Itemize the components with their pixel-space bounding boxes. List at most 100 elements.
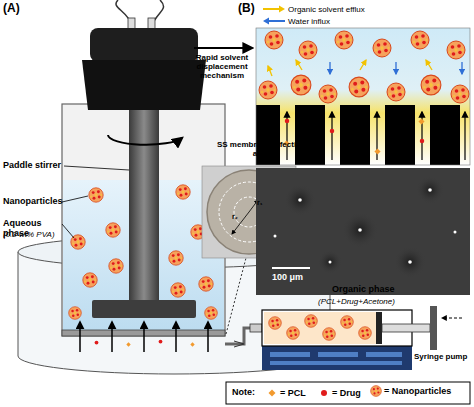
legend-text: = Drug bbox=[332, 388, 361, 398]
mechanism-panel bbox=[291, 75, 311, 95]
flow-arrow bbox=[79, 322, 81, 352]
sem-image bbox=[454, 231, 457, 234]
sem-image bbox=[358, 228, 362, 232]
nanoparticle bbox=[69, 307, 82, 320]
text-label: (A) bbox=[3, 2, 20, 16]
legend-entry: = Nanoparticles bbox=[370, 385, 451, 397]
text-label: SS membrane effective area bbox=[216, 140, 306, 158]
text-label: Note: bbox=[232, 387, 255, 397]
legend-sample bbox=[318, 387, 330, 399]
flow-arrow bbox=[111, 322, 113, 352]
leader-line bbox=[62, 224, 74, 238]
paddle-stirrer bbox=[108, 135, 182, 145]
nanoparticle bbox=[83, 273, 97, 287]
mechanism-panel bbox=[418, 118, 424, 124]
mechanism-arrow bbox=[194, 47, 252, 49]
mechanism-panel bbox=[259, 81, 277, 99]
legend-arrow bbox=[279, 6, 285, 13]
legend-arrow bbox=[268, 20, 285, 22]
text-label: Rapid solvent displacement mechanism bbox=[188, 53, 256, 81]
mechanism-panel bbox=[430, 105, 460, 165]
stirrer-motor bbox=[90, 28, 198, 62]
syringe-pump bbox=[287, 327, 300, 340]
mechanism-panel bbox=[340, 105, 370, 165]
mechanism-panel bbox=[426, 60, 432, 70]
text-label: Organic phase bbox=[332, 284, 395, 294]
text-label: Syringe pump bbox=[414, 352, 472, 361]
syringe-pump bbox=[305, 315, 318, 328]
mechanism-panel bbox=[421, 75, 441, 95]
mechanism-panel bbox=[285, 119, 290, 124]
legend-entry: Water influx bbox=[262, 15, 330, 27]
note-box bbox=[226, 382, 470, 404]
legend-text: Organic solvent efflux bbox=[288, 5, 365, 14]
syringe-pump bbox=[264, 312, 376, 344]
text-label: 100 μm bbox=[272, 272, 303, 282]
syringe-pump bbox=[323, 328, 336, 341]
nanoparticle bbox=[176, 185, 190, 199]
text-label: r₁ bbox=[257, 199, 263, 207]
syringe-pump bbox=[341, 316, 354, 329]
mechanism-panel bbox=[349, 77, 369, 97]
sem-image bbox=[272, 267, 310, 269]
syringe-pump bbox=[269, 317, 282, 330]
sem-image bbox=[416, 176, 444, 204]
nanoparticle bbox=[89, 188, 103, 202]
glass-cell bbox=[62, 104, 225, 336]
nanoparticle bbox=[205, 307, 218, 320]
sem-image bbox=[329, 261, 332, 264]
legend-sample bbox=[262, 3, 286, 15]
legend-text: = Nanoparticles bbox=[384, 386, 451, 396]
syringe-pump bbox=[250, 324, 262, 332]
syringe-pump bbox=[366, 352, 402, 357]
text-label: Nanoparticles bbox=[3, 196, 65, 206]
legend-symbol bbox=[269, 390, 276, 397]
flow-arrow bbox=[190, 342, 194, 346]
sem-image bbox=[428, 188, 432, 192]
mechanism-panel bbox=[447, 41, 465, 59]
syringe-pump bbox=[359, 327, 372, 340]
mechanism-panel bbox=[374, 148, 380, 154]
leader-line bbox=[226, 258, 246, 334]
sem-image bbox=[318, 250, 342, 274]
paddle-stirrer bbox=[92, 110, 196, 318]
flow-arrow bbox=[159, 340, 163, 344]
legend-entry: = PCL bbox=[266, 387, 306, 399]
nanoparticle bbox=[169, 251, 183, 265]
mechanism-panel bbox=[387, 83, 405, 101]
flow-arrow bbox=[143, 322, 145, 352]
syringe-pump bbox=[430, 306, 437, 350]
legend-sample bbox=[370, 385, 382, 397]
mechanism-panel bbox=[411, 31, 429, 49]
nanoparticle bbox=[69, 185, 218, 320]
legend-sample bbox=[266, 387, 278, 399]
leader-line bbox=[62, 196, 88, 202]
syringe-pump bbox=[270, 352, 310, 357]
flow-arrow bbox=[95, 341, 99, 345]
mechanism-panel bbox=[295, 105, 325, 165]
sem-image bbox=[256, 168, 470, 295]
text-label: (B) bbox=[238, 2, 255, 16]
mechanism-panel bbox=[265, 31, 283, 49]
mechanism-panel bbox=[296, 60, 302, 70]
mechanism-panel bbox=[451, 85, 469, 103]
mechanism-panel bbox=[268, 66, 272, 76]
sem-image bbox=[408, 260, 412, 264]
legend-arrow bbox=[263, 8, 280, 10]
flow-arrow bbox=[80, 322, 208, 352]
mechanism-panel bbox=[360, 60, 366, 70]
syringe-pump bbox=[270, 361, 402, 365]
syringe-pump bbox=[318, 352, 358, 357]
sem-image bbox=[256, 168, 470, 295]
syringe-pump bbox=[382, 324, 430, 332]
flow-arrow bbox=[126, 342, 130, 346]
text-label: (0.2 wt% PVA) bbox=[3, 230, 67, 239]
mechanism-panel bbox=[420, 139, 425, 144]
stirrer-motor bbox=[82, 60, 206, 110]
legend-symbol bbox=[371, 386, 382, 397]
glass-cell bbox=[62, 104, 225, 336]
mechanism-panel bbox=[461, 62, 462, 74]
mechanism-panel bbox=[464, 112, 465, 160]
legend-text: = PCL bbox=[280, 388, 306, 398]
